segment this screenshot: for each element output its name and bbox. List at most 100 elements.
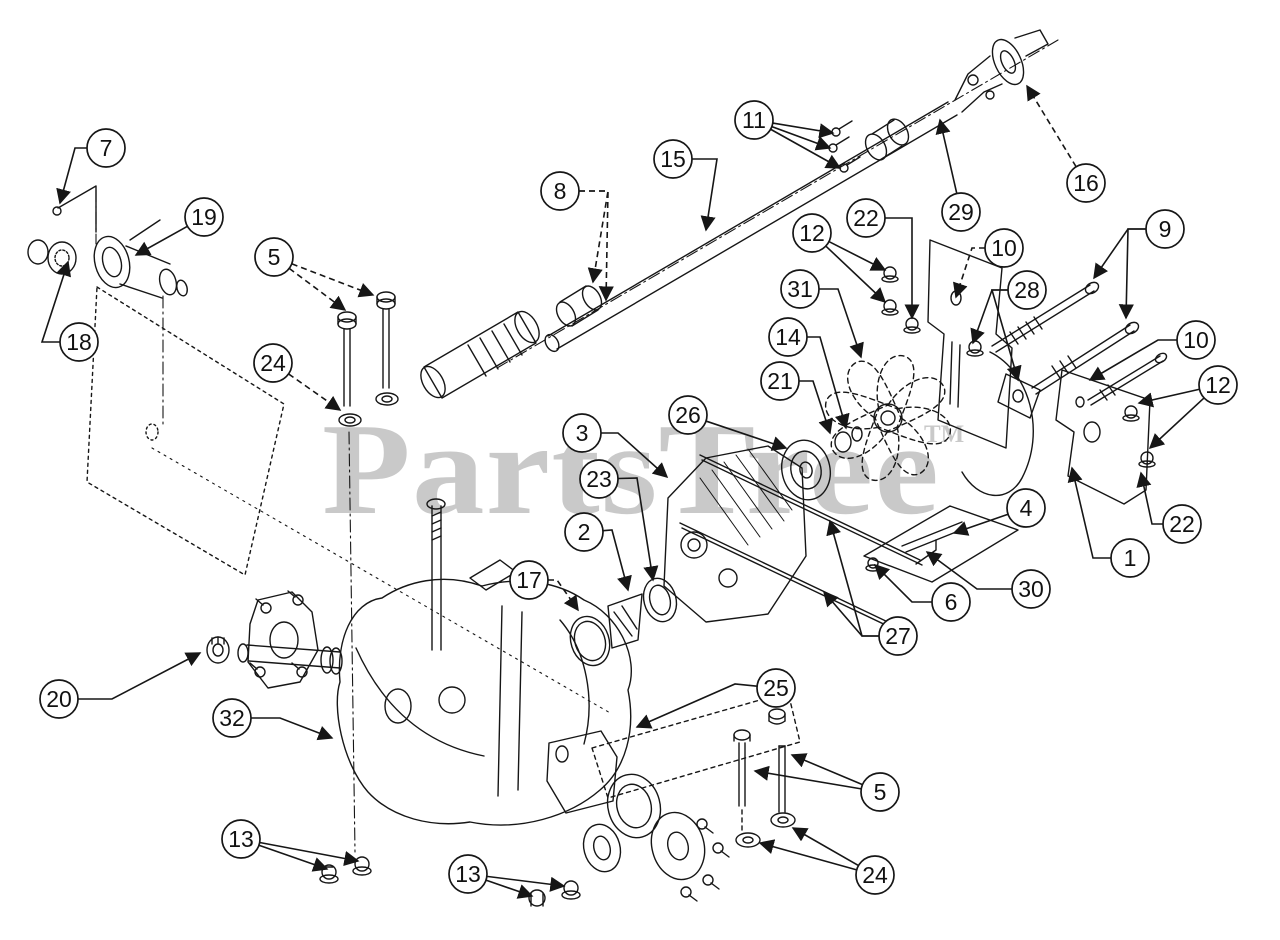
- callout-balloon-32: 32: [212, 698, 252, 738]
- balloon-circle: [760, 361, 800, 401]
- balloon-number: 13: [228, 826, 254, 852]
- balloon-circle: [668, 395, 708, 435]
- balloon-circle: [39, 679, 79, 719]
- balloon-circle: [86, 128, 126, 168]
- leader-line: [692, 158, 718, 232]
- balloon-circle: [1110, 538, 1150, 578]
- balloon-number: 30: [1018, 576, 1044, 602]
- balloon-circle: [254, 237, 294, 277]
- balloon-number: 1: [1124, 545, 1137, 571]
- callout-balloon-8: 8: [540, 171, 580, 211]
- leader-line: [40, 260, 71, 343]
- leader-line: [601, 432, 669, 479]
- balloon-number: 8: [554, 178, 567, 204]
- leader-line: [799, 380, 833, 435]
- balloon-circle: [540, 171, 580, 211]
- callout-balloon-24: 24: [855, 855, 895, 895]
- balloon-number: 15: [660, 146, 686, 172]
- leader-line: [288, 373, 342, 411]
- balloon-number: 3: [576, 420, 589, 446]
- leader-line: [486, 875, 566, 892]
- leader-line: [953, 247, 985, 299]
- transaxle-art: [206, 498, 633, 826]
- balloon-number: 31: [787, 276, 813, 302]
- balloon-number: 12: [799, 220, 825, 246]
- balloon-circle: [860, 772, 900, 812]
- leader-line: [952, 513, 1009, 536]
- leader-line: [807, 336, 850, 430]
- balloon-number: 12: [1205, 372, 1231, 398]
- callout-balloon-12: 12: [792, 213, 832, 253]
- leader-line: [78, 652, 202, 700]
- leader-line: [970, 289, 1008, 345]
- leader-line: [1026, 84, 1077, 168]
- pump-art: [569, 266, 921, 667]
- balloon-circle: [1011, 569, 1051, 609]
- balloon-circle: [984, 228, 1024, 268]
- leader-line: [770, 128, 842, 169]
- balloon-number: 17: [516, 567, 542, 593]
- leader-line: [635, 683, 758, 729]
- line-art: [27, 29, 1168, 907]
- leader-line: [258, 844, 329, 872]
- leader-line: [1136, 471, 1163, 525]
- leader-line: [825, 245, 887, 304]
- balloon-number: 2: [578, 519, 591, 545]
- balloon-circle: [1007, 270, 1047, 310]
- callout-balloon-26: 26: [668, 395, 708, 435]
- balloon-number: 27: [885, 623, 911, 649]
- callout-balloon-16: 16: [1066, 163, 1106, 203]
- balloon-number: 4: [1020, 495, 1033, 521]
- watermark-text: PartsTree: [322, 397, 940, 542]
- leader-line: [819, 288, 864, 359]
- leader-line: [579, 190, 614, 302]
- callout-balloon-25: 25: [756, 668, 796, 708]
- balloon-circle: [792, 213, 832, 253]
- callout-balloon-24: 24: [253, 343, 293, 383]
- balloon-number: 23: [586, 466, 612, 492]
- callout-balloon-10: 10: [984, 228, 1024, 268]
- balloon-number: 13: [455, 861, 481, 887]
- balloon-number: 28: [1014, 277, 1040, 303]
- balloon-circle: [579, 459, 619, 499]
- bracket-art: [927, 239, 1168, 505]
- callout-balloon-14: 14: [768, 317, 808, 357]
- leader-line: [1088, 339, 1177, 381]
- balloon-circle: [448, 854, 488, 894]
- callout-balloon-9: 9: [1145, 209, 1185, 249]
- balloon-circle: [562, 413, 602, 453]
- balloon-circle: [1145, 209, 1185, 249]
- leader-line: [828, 240, 887, 271]
- callout-balloon-4: 4: [1006, 488, 1046, 528]
- balloon-number: 29: [948, 199, 974, 225]
- callout-balloon-10: 10: [1176, 320, 1216, 360]
- leader-line: [291, 263, 375, 298]
- balloon-circle: [846, 198, 886, 238]
- balloon-number: 10: [991, 235, 1017, 261]
- callout-balloon-22: 22: [1162, 504, 1202, 544]
- callout-balloon-27: 27: [878, 616, 918, 656]
- leader-line: [823, 590, 879, 637]
- balloon-circle: [1006, 488, 1046, 528]
- balloon-circle: [1176, 320, 1216, 360]
- callout-balloon-7: 7: [86, 128, 126, 168]
- leader-line: [705, 420, 788, 451]
- balloon-circle: [253, 343, 293, 383]
- leader-line: [1148, 397, 1205, 450]
- balloon-number: 9: [1159, 216, 1172, 242]
- leader-line: [288, 267, 347, 311]
- callout-balloon-28: 28: [1007, 270, 1047, 310]
- callout-balloon-2: 2: [564, 512, 604, 552]
- balloon-circle: [509, 560, 549, 600]
- leader-line: [753, 765, 862, 790]
- balloon-circle: [855, 855, 895, 895]
- callout-balloon-12: 12: [1198, 365, 1238, 405]
- balloon-number: 5: [268, 244, 281, 270]
- balloon-number: 16: [1073, 170, 1099, 196]
- balloon-circle: [941, 192, 981, 232]
- callout-balloon-20: 20: [39, 679, 79, 719]
- leader-line: [1118, 228, 1146, 320]
- leader-line: [1067, 466, 1111, 559]
